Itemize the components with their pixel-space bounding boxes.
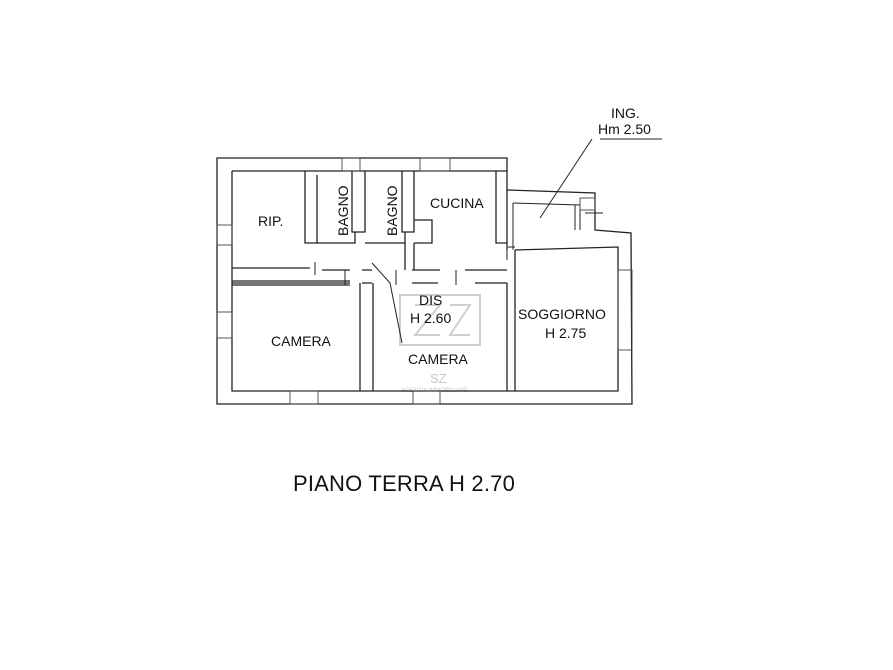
room-label-bagno-1: BAGNO [335, 185, 351, 236]
windows [216, 157, 633, 405]
room-label-dis: DIS [419, 292, 442, 308]
room-label-rip: RIP. [258, 213, 283, 229]
room-label-soggiorno: SOGGIORNO [518, 306, 606, 322]
room-label-cucina: CUCINA [430, 195, 484, 211]
room-label-ingresso: ING. [611, 105, 640, 121]
interior-walls [232, 171, 516, 391]
leader-lines [371, 138, 662, 344]
door-marks [314, 205, 603, 285]
room-label-camera-1: CAMERA [271, 333, 332, 349]
watermark-text: SZ [430, 371, 447, 386]
room-label-camera-2: CAMERA [408, 351, 469, 367]
room-label-bagno-2: BAGNO [384, 185, 400, 236]
room-label-dis-height: H 2.60 [410, 310, 451, 326]
room-label-soggiorno-height: H 2.75 [545, 325, 586, 341]
plan-caption: PIANO TERRA H 2.70 [293, 471, 516, 496]
room-label-ingresso-height: Hm 2.50 [598, 121, 651, 137]
